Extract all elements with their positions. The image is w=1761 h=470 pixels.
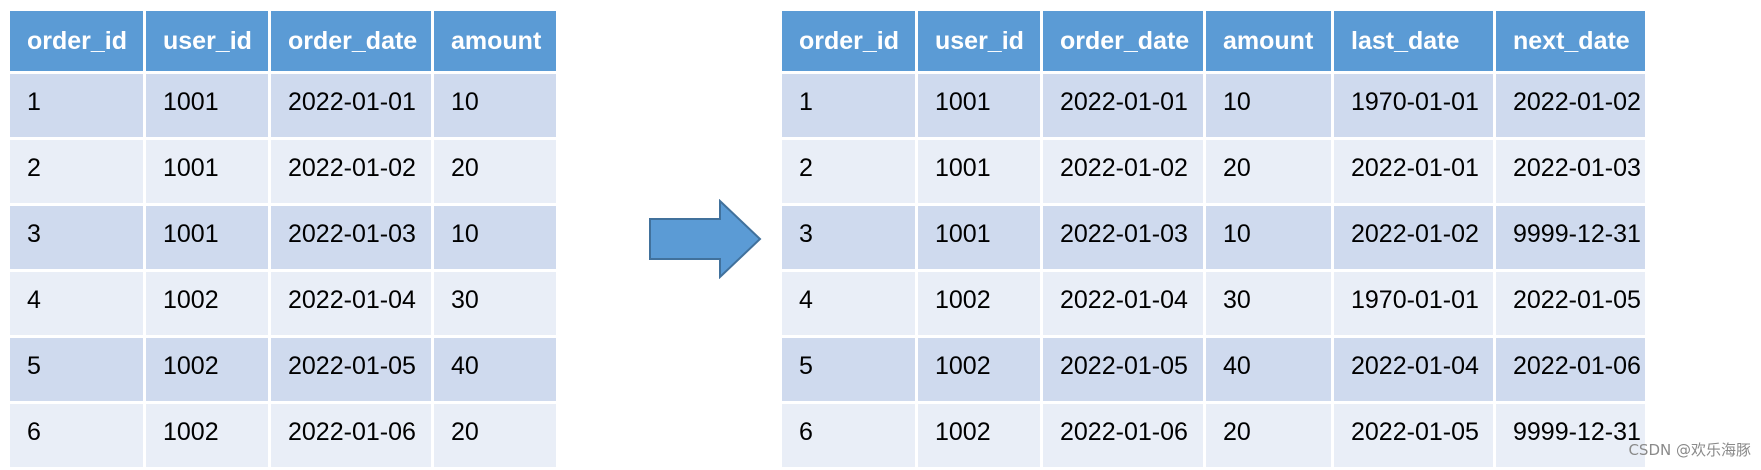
table-cell: 2 <box>7 137 146 206</box>
table-cell: 1001 <box>143 71 271 140</box>
table-cell: 2022-01-04 <box>1040 269 1206 338</box>
table-cell: 20 <box>1203 401 1334 470</box>
table-cell: 4 <box>779 269 918 338</box>
table-cell: 1 <box>7 71 146 140</box>
table-cell: 6 <box>779 401 918 470</box>
source-header-order-id: order_id <box>7 8 146 74</box>
result-header-order-id: order_id <box>779 8 918 74</box>
result-header-next-date: next_date <box>1493 8 1648 74</box>
right-arrow-icon <box>649 199 762 279</box>
table-cell: 1001 <box>143 203 271 272</box>
table-cell: 2022-01-05 <box>1040 335 1206 404</box>
table-cell: 3 <box>7 203 146 272</box>
table-cell: 40 <box>431 335 559 404</box>
table-cell: 4 <box>7 269 146 338</box>
table-cell: 1001 <box>915 71 1043 140</box>
table-cell: 6 <box>7 401 146 470</box>
table-cell: 1001 <box>143 137 271 206</box>
table-row: 3 1001 2022-01-03 10 <box>7 203 559 272</box>
table-cell: 3 <box>779 203 918 272</box>
source-header-order-date: order_date <box>268 8 434 74</box>
table-row: 2 1001 2022-01-02 20 <box>7 137 559 206</box>
table-row: 6 1002 2022-01-06 20 <box>7 401 559 470</box>
table-cell: 2 <box>779 137 918 206</box>
table-cell: 10 <box>1203 71 1334 140</box>
table-cell: 1002 <box>143 401 271 470</box>
table-cell: 2022-01-05 <box>1331 401 1496 470</box>
table-cell: 5 <box>7 335 146 404</box>
table-cell: 2022-01-02 <box>1331 203 1496 272</box>
table-cell: 2022-01-06 <box>1040 401 1206 470</box>
table-cell: 2022-01-02 <box>1040 137 1206 206</box>
table-row: 1 1001 2022-01-01 10 <box>7 71 559 140</box>
result-table: order_id user_id order_date amount last_… <box>779 8 1648 470</box>
table-cell: 2022-01-06 <box>1493 335 1648 404</box>
table-cell: 2022-01-05 <box>1493 269 1648 338</box>
table-cell: 2022-01-06 <box>268 401 434 470</box>
table-row: 5 1002 2022-01-05 40 2022-01-04 2022-01-… <box>779 335 1648 404</box>
table-cell: 1002 <box>915 269 1043 338</box>
table-cell: 1970-01-01 <box>1331 71 1496 140</box>
table-cell: 1 <box>779 71 918 140</box>
table-cell: 1002 <box>915 401 1043 470</box>
table-cell: 40 <box>1203 335 1334 404</box>
result-header-row: order_id user_id order_date amount last_… <box>779 8 1648 74</box>
table-cell: 2022-01-02 <box>1493 71 1648 140</box>
table-row: 4 1002 2022-01-04 30 <box>7 269 559 338</box>
table-cell: 20 <box>1203 137 1334 206</box>
table-cell: 1001 <box>915 137 1043 206</box>
table-row: 2 1001 2022-01-02 20 2022-01-01 2022-01-… <box>779 137 1648 206</box>
table-cell: 1970-01-01 <box>1331 269 1496 338</box>
table-cell: 2022-01-04 <box>268 269 434 338</box>
source-table: order_id user_id order_date amount 1 100… <box>7 8 559 470</box>
table-row: 5 1002 2022-01-05 40 <box>7 335 559 404</box>
table-cell: 10 <box>1203 203 1334 272</box>
table-cell: 1002 <box>143 335 271 404</box>
watermark: CSDN @欢乐海豚 <box>1628 441 1751 459</box>
table-cell: 2022-01-01 <box>1331 137 1496 206</box>
source-header-user-id: user_id <box>143 8 271 74</box>
result-header-amount: amount <box>1203 8 1334 74</box>
table-cell: 20 <box>431 137 559 206</box>
table-cell: 2022-01-03 <box>268 203 434 272</box>
table-cell: 10 <box>431 203 559 272</box>
source-header-row: order_id user_id order_date amount <box>7 8 559 74</box>
table-row: 3 1001 2022-01-03 10 2022-01-02 9999-12-… <box>779 203 1648 272</box>
table-cell: 2022-01-01 <box>268 71 434 140</box>
table-cell: 2022-01-04 <box>1331 335 1496 404</box>
table-cell: 20 <box>431 401 559 470</box>
table-cell: 1002 <box>915 335 1043 404</box>
table-cell: 30 <box>431 269 559 338</box>
table-row: 1 1001 2022-01-01 10 1970-01-01 2022-01-… <box>779 71 1648 140</box>
table-row: 6 1002 2022-01-06 20 2022-01-05 9999-12-… <box>779 401 1648 470</box>
table-cell: 9999-12-31 <box>1493 203 1648 272</box>
table-cell: 5 <box>779 335 918 404</box>
arrow-shape <box>649 199 762 279</box>
table-cell: 1001 <box>915 203 1043 272</box>
table-cell: 9999-12-31 <box>1493 401 1648 470</box>
table-cell: 10 <box>431 71 559 140</box>
table-cell: 2022-01-01 <box>1040 71 1206 140</box>
result-header-user-id: user_id <box>915 8 1043 74</box>
result-header-order-date: order_date <box>1040 8 1206 74</box>
table-cell: 2022-01-05 <box>268 335 434 404</box>
table-cell: 2022-01-02 <box>268 137 434 206</box>
table-cell: 2022-01-03 <box>1040 203 1206 272</box>
source-header-amount: amount <box>431 8 559 74</box>
result-header-last-date: last_date <box>1331 8 1496 74</box>
table-cell: 2022-01-03 <box>1493 137 1648 206</box>
table-row: 4 1002 2022-01-04 30 1970-01-01 2022-01-… <box>779 269 1648 338</box>
table-cell: 1002 <box>143 269 271 338</box>
table-cell: 30 <box>1203 269 1334 338</box>
